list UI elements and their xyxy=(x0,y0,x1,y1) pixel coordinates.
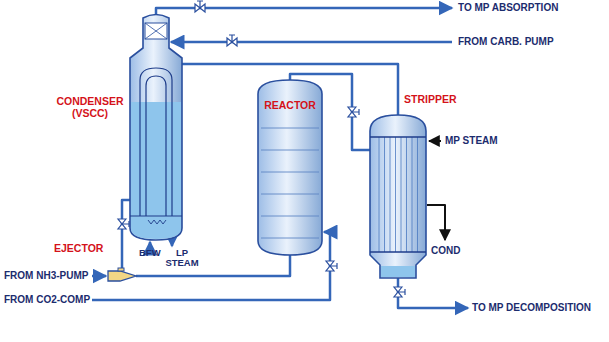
valve-stem xyxy=(229,35,235,42)
valve-stem xyxy=(197,1,203,8)
stream-label: TO MP ABSORPTION xyxy=(458,2,558,13)
stripper-vessel: STRIPPER xyxy=(370,115,426,278)
ejector-body xyxy=(108,271,136,281)
suction-nozzle xyxy=(118,268,124,271)
mp-steam-line xyxy=(429,140,441,142)
tube xyxy=(395,137,396,252)
bfw-nozzle xyxy=(149,242,152,247)
tube xyxy=(379,137,380,252)
tube-sheet xyxy=(370,137,426,252)
equipment-label: CONDENSER (VSCC) xyxy=(54,96,126,119)
sieve-tray xyxy=(261,128,319,129)
stripper-shell xyxy=(370,115,426,278)
sieve-tray xyxy=(261,194,319,195)
sieve-tray xyxy=(261,172,319,173)
distributor xyxy=(148,220,166,224)
condenser-vessel: CONDENSER (VSCC) xyxy=(130,14,182,240)
steam-nozzle xyxy=(171,240,174,246)
sieve-tray xyxy=(261,216,319,217)
liquid-level xyxy=(131,102,181,239)
valve-stem xyxy=(352,109,359,115)
reactor-vessel: REACTOR xyxy=(258,80,322,255)
stream-label: BFW xyxy=(139,248,161,258)
condenser-vessel-outline xyxy=(130,14,182,240)
stream-label: COND xyxy=(431,245,460,256)
stream-label: FROM CARB. PUMP xyxy=(458,36,554,47)
equipment-label: STRIPPER xyxy=(404,94,457,106)
tube xyxy=(384,137,385,252)
sieve-tray xyxy=(261,150,319,151)
packing-hatch xyxy=(145,23,167,39)
reactor-shell xyxy=(258,80,322,255)
ejector-symbol-outline xyxy=(108,268,136,284)
stream-label: LP STEAM xyxy=(161,248,203,268)
ejector-symbol: EJECTOR xyxy=(108,268,136,284)
equipment-label: REACTOR xyxy=(258,100,322,112)
ammonia-line xyxy=(92,275,106,278)
equipment-label: EJECTOR xyxy=(54,243,103,255)
process-pipe xyxy=(136,255,290,276)
stream-label: FROM NH3-PUMP xyxy=(4,270,88,281)
valve-stem xyxy=(398,289,405,295)
carbamate-line xyxy=(171,41,452,44)
tube xyxy=(390,137,391,252)
packing-bed xyxy=(145,23,167,39)
decomposition-line xyxy=(398,278,468,308)
condensate-line xyxy=(427,205,445,240)
stream-label: MP STEAM xyxy=(445,135,498,146)
tube xyxy=(412,137,413,252)
tube xyxy=(401,137,402,252)
valve-stem xyxy=(122,221,129,227)
valve-stem xyxy=(330,263,337,269)
stream-label: TO MP DECOMPOSITION xyxy=(472,302,591,313)
u-tube-bundle xyxy=(130,68,182,216)
tube xyxy=(417,137,418,252)
bottom-liquid xyxy=(381,266,415,277)
stream-label: FROM CO2-COMP xyxy=(4,294,90,305)
sieve-tray xyxy=(261,238,319,239)
process-pipe xyxy=(122,200,130,268)
stripper-vessel-outline xyxy=(370,115,426,278)
tube xyxy=(406,137,407,252)
condenser-shell xyxy=(130,15,182,241)
